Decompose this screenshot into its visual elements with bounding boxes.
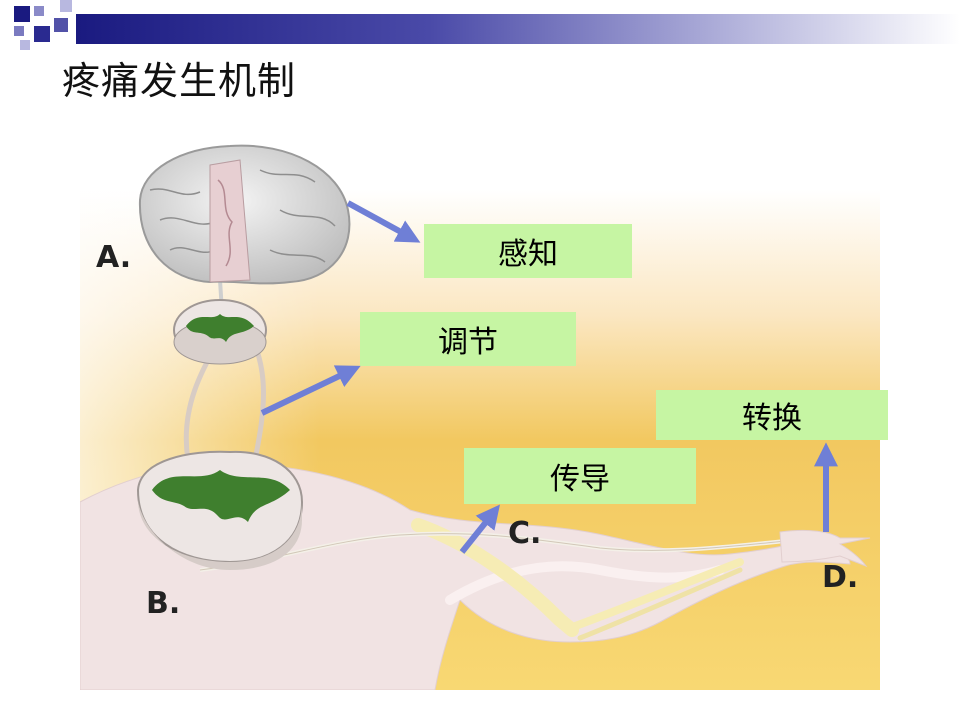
stage-transmission-box: 传导 (464, 448, 696, 504)
bone (566, 558, 744, 632)
label-d: D. (822, 560, 859, 595)
hand (779, 529, 871, 568)
label-c: C. (508, 516, 542, 551)
stage-modulation-box: 调节 (360, 312, 576, 366)
slide-title: 疼痛发生机制 (62, 59, 297, 103)
deco-square (14, 6, 30, 22)
peripheral-nerve-outline (199, 533, 821, 571)
deco-square (60, 0, 72, 12)
header-gradient-bar (76, 14, 960, 44)
deco-square (14, 26, 24, 36)
bone (411, 518, 579, 637)
deco-square (20, 40, 30, 50)
bone (577, 567, 743, 641)
header-decoration-squares (14, 0, 72, 50)
deco-square (34, 26, 50, 42)
deco-square (54, 18, 68, 32)
spinal-cord-segment-upper (173, 299, 267, 365)
spinal-cord-segment-lower (136, 450, 304, 570)
label-b: B. (146, 586, 181, 621)
stage-transduction-box: 转换 (656, 390, 888, 440)
stage-perception-box: 感知 (424, 224, 632, 278)
arm-highlight (445, 561, 725, 605)
brain (138, 144, 351, 285)
label-a: A. (96, 240, 132, 275)
deco-square (34, 6, 44, 16)
pain-mechanism-illustration (80, 144, 880, 690)
